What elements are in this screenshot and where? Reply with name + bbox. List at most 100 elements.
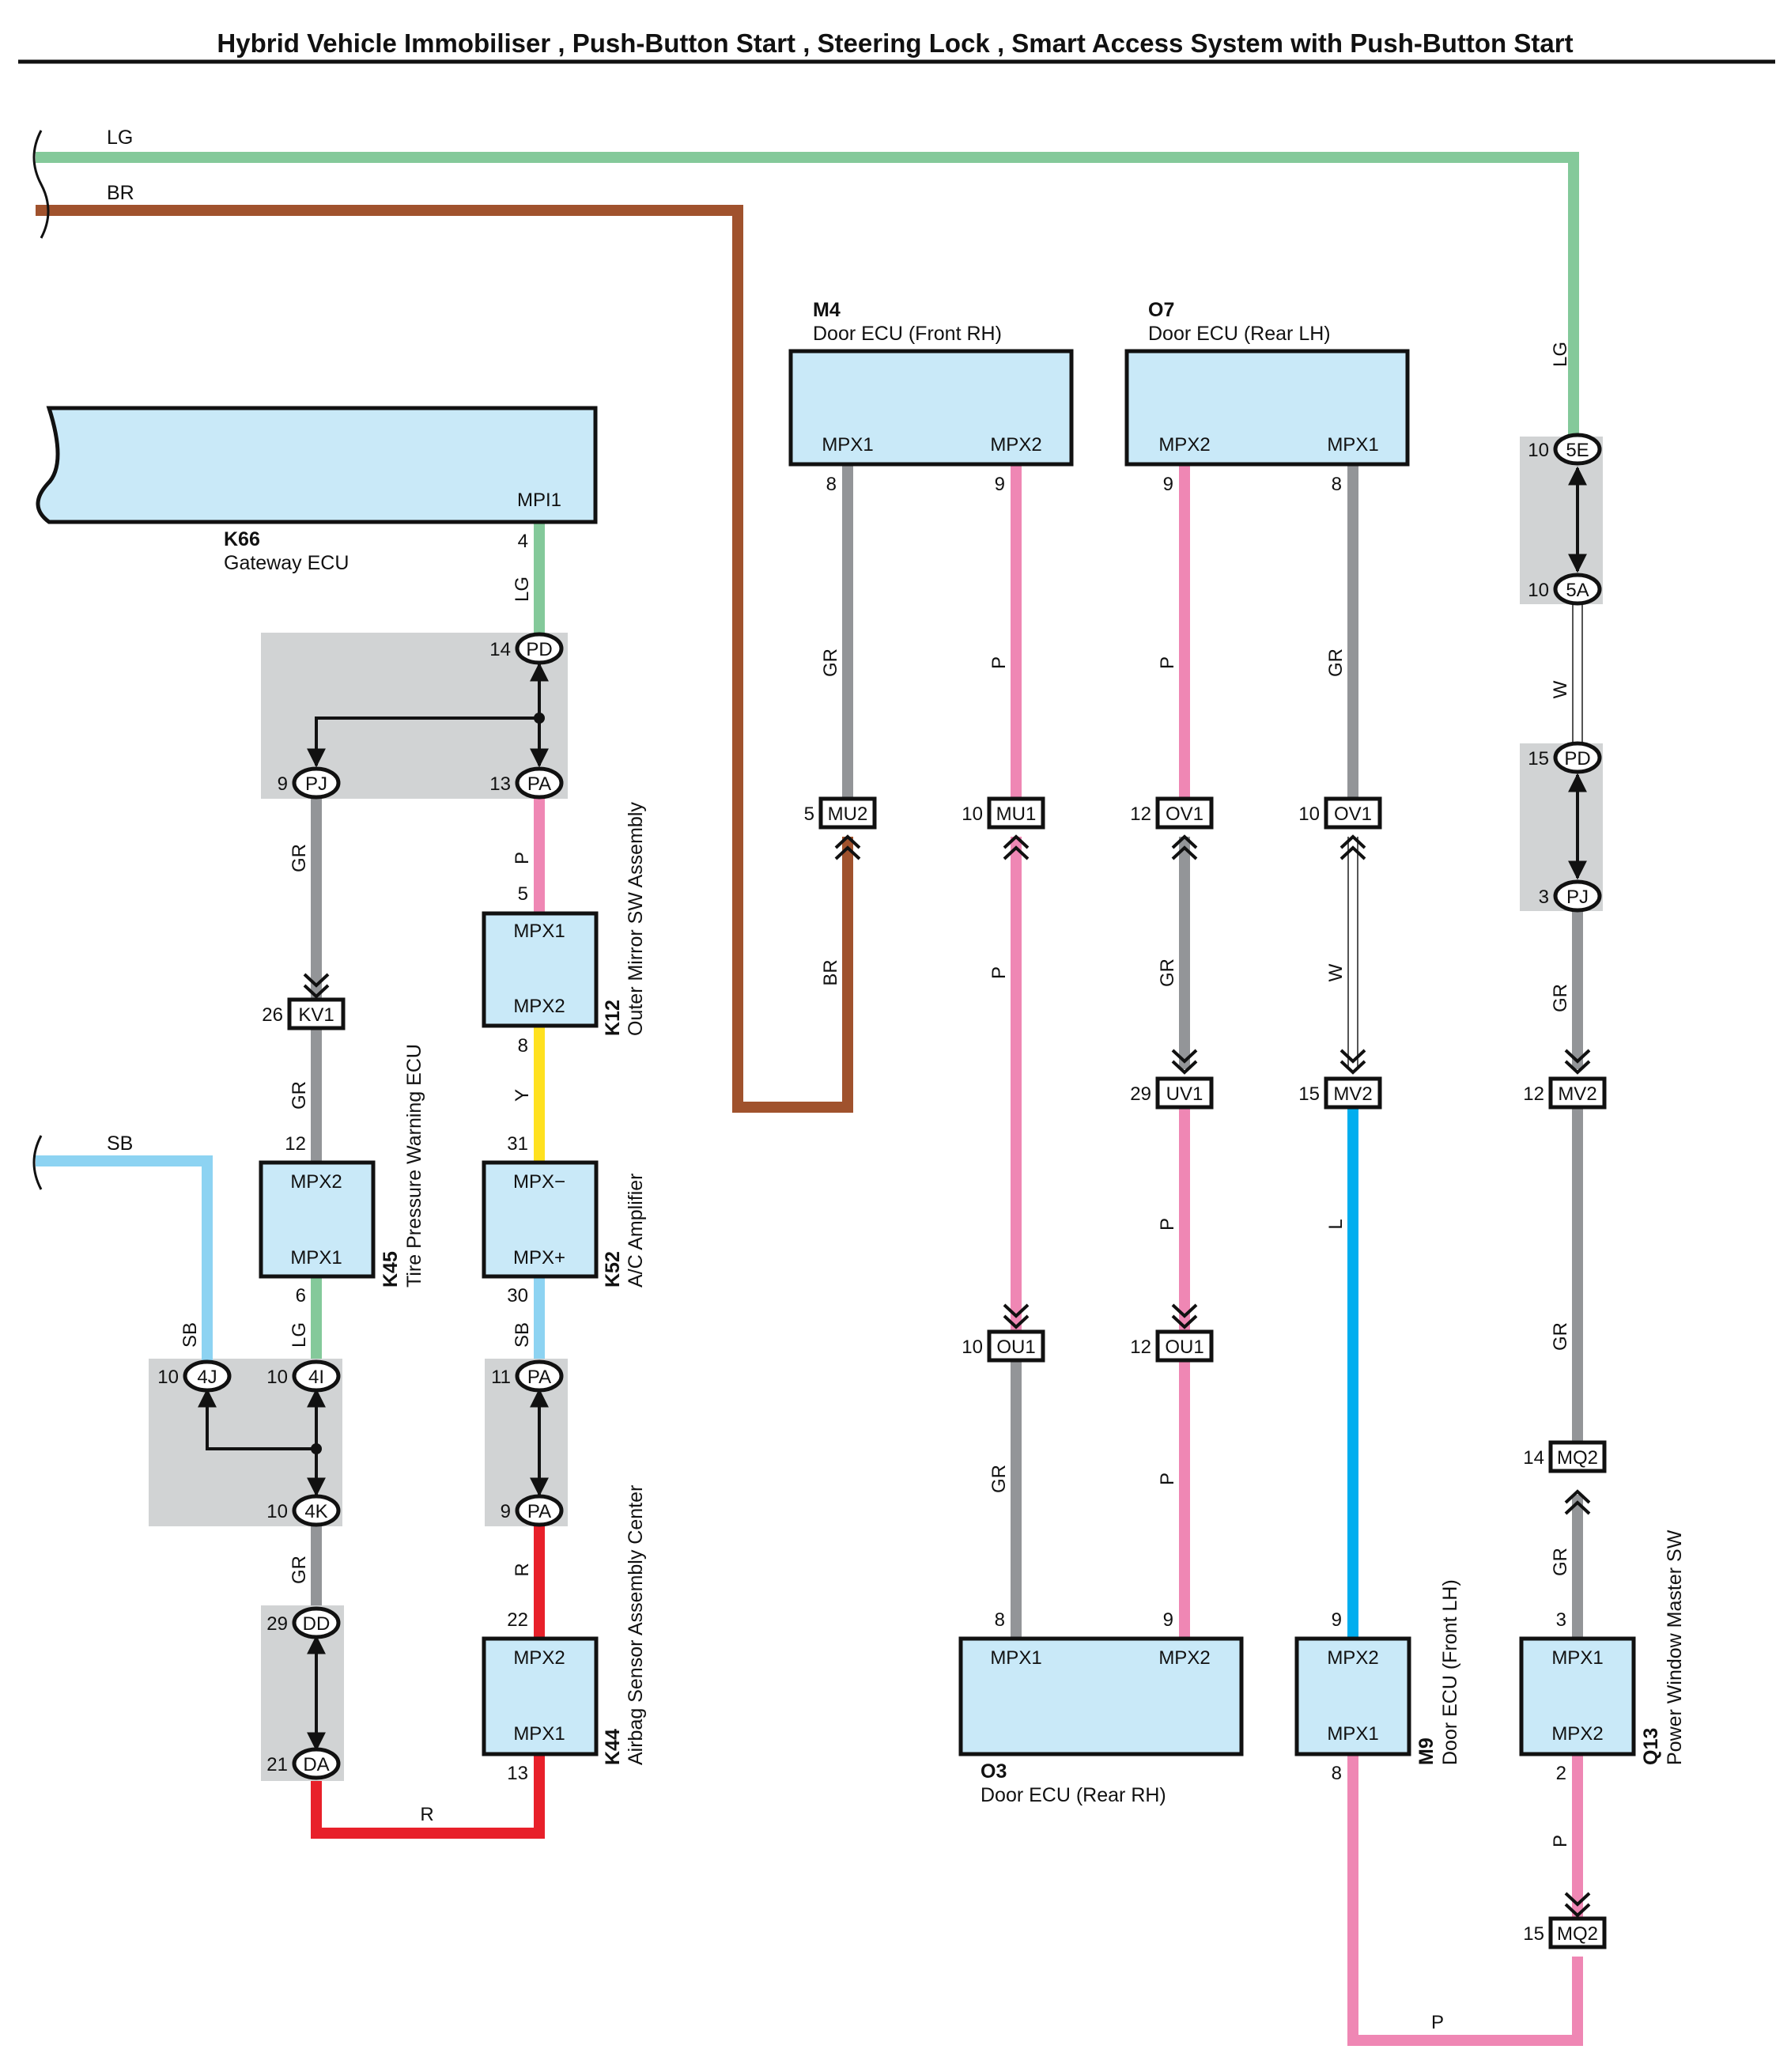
q13-name: Power Window Master SW (1664, 1529, 1686, 1765)
bus-label-lg: LG (107, 127, 133, 149)
wire-label-ou1-gr: GR (988, 1465, 1010, 1493)
connector-mu1: MU1 10 (962, 796, 1045, 830)
splice-boxes (149, 437, 1603, 1781)
wire-label-k44-r: R (420, 1804, 433, 1825)
m4-pin-b-number: 9 (995, 474, 1005, 495)
wire-label-o7-gr: GR (1325, 648, 1347, 677)
splice-pd_left-number: 14 (489, 639, 511, 660)
connector-ov1a-number: 12 (1130, 803, 1151, 825)
splice-da-number: 21 (266, 1754, 288, 1775)
k52-code: K52 (602, 1251, 624, 1287)
wire-label-right-w: W (1550, 680, 1571, 698)
splice-pj_right-number: 3 (1539, 887, 1549, 908)
connector-uv1-label: UV1 (1166, 1083, 1203, 1105)
wire-label-pa-r: R (512, 1563, 533, 1576)
splice-pa_bot-number: 9 (501, 1501, 511, 1522)
connector-chevrons (303, 834, 1591, 1918)
wire-label-mq2-gr: GR (1550, 1548, 1571, 1576)
connector-mu1-label: MU1 (996, 803, 1037, 825)
splice-pj_right-label: PJ (1566, 887, 1589, 908)
wire-label-ou1-p: P (1157, 1473, 1178, 1485)
k44-pin-bot-label: MPX1 (513, 1723, 565, 1745)
connector-ou1b-number: 12 (1130, 1337, 1151, 1358)
connector-mq2a-label: MQ2 (1557, 1447, 1598, 1469)
k12-code: K12 (602, 1000, 624, 1036)
wire-label-pj-gr: GR (289, 844, 310, 872)
splice-pa_bot: PA 9 (501, 1494, 564, 1527)
connector-mv2b-label: MV2 (1558, 1083, 1596, 1105)
m9-pin-bot-label: MPX1 (1327, 1723, 1378, 1745)
k45-name: Tire Pressure Warning ECU (403, 1044, 425, 1287)
wire-label-mv2-gr: GR (1550, 1322, 1571, 1351)
wire-sb-left (36, 1155, 213, 1371)
k44-code: K44 (602, 1729, 624, 1765)
o3-name: Door ECU (Rear RH) (981, 1784, 1166, 1806)
connector-ou1a-number: 10 (962, 1337, 983, 1358)
connector-mv2a-label: MV2 (1333, 1083, 1372, 1105)
splice-pj_left-number: 9 (278, 773, 288, 795)
wire-lg-top (36, 152, 1579, 447)
wire-k44-r (311, 1754, 545, 1839)
splice-pa_bot-label: PA (527, 1501, 551, 1522)
wire-label-mu2-br: BR (820, 959, 841, 985)
wire-label-uv1-p: P (1157, 1218, 1178, 1231)
wire-color-labels: LG GR P GR Y SB LG SB GR R R GR BR P P P… (179, 342, 1571, 2033)
q13-pin-top-number: 3 (1556, 1609, 1566, 1631)
connector-mu1-number: 10 (962, 803, 983, 825)
connector-mv2b-number: 12 (1523, 1083, 1544, 1105)
o3-pin-b-number: 9 (1163, 1609, 1173, 1631)
m4-name: Door ECU (Front RH) (813, 323, 1002, 345)
splice-pa_mid-number: 11 (491, 1367, 511, 1388)
wire-label-bottom-p: P (1431, 2012, 1444, 2033)
connector-mu2-label: MU2 (828, 803, 868, 825)
splice-e5-label: 5E (1566, 440, 1589, 461)
wire-label-ov1-w: W (1325, 963, 1347, 981)
wire-label-mv2-l: L (1325, 1219, 1347, 1229)
k52-pin-bot-label: MPX+ (513, 1247, 565, 1269)
junction-dot (311, 1443, 322, 1454)
bus-label-sb: SB (107, 1132, 133, 1155)
k12-pin-bot-label: MPX2 (513, 996, 565, 1017)
o7-pin-b-number: 8 (1332, 474, 1342, 495)
wire-label-right-lg: LG (1550, 342, 1571, 367)
connector-ou1a-label: OU1 (996, 1337, 1035, 1358)
k12-pin-top-label: MPX1 (513, 921, 565, 942)
junction-dot (534, 713, 545, 724)
splice-pd_right-number: 15 (1528, 748, 1549, 769)
wire-label-k12-p: P (512, 852, 533, 864)
connector-mq2a-number: 14 (1523, 1447, 1544, 1469)
component-m9: MPX2 MPX1 9 8 M9 Door ECU (Front LH) (1294, 1579, 1461, 1784)
diagram-title: Hybrid Vehicle Immobiliser , Push-Button… (217, 28, 1573, 58)
o3-pin-b-label: MPX2 (1158, 1647, 1210, 1669)
splice-pa_mid-label: PA (527, 1367, 551, 1388)
m4-pin-a-number: 8 (826, 474, 837, 495)
splice-a5-number: 10 (1528, 580, 1549, 601)
m4-pin-a-label: MPX1 (822, 434, 873, 456)
k52-pin-top-number: 31 (507, 1133, 528, 1155)
q13-pin-bot-label: MPX2 (1551, 1723, 1603, 1745)
splice-dd-number: 29 (266, 1613, 288, 1635)
splice-pa_top-number: 13 (489, 773, 511, 795)
k12-pin-top-number: 5 (518, 883, 528, 905)
component-o3: MPX1 MPX2 8 9 O3 Door ECU (Rear RH) (958, 1609, 1244, 1806)
splice-pd_left-label: PD (526, 639, 552, 660)
component-o7: MPX2 MPX1 9 8 O7 Door ECU (Rear LH) (1124, 299, 1410, 495)
k12-pin-bot-number: 8 (518, 1035, 528, 1057)
k44-pin-top-label: MPX2 (513, 1647, 565, 1669)
k66-name: Gateway ECU (224, 552, 349, 574)
o7-pin-a-number: 9 (1163, 474, 1173, 495)
wire-label-pj-gr-right: GR (1550, 984, 1571, 1012)
wire-label-k52-sb: SB (512, 1322, 533, 1348)
wire-label-kv1-gr: GR (289, 1081, 310, 1110)
wire-label-o7-p: P (1157, 656, 1178, 669)
splice-pd_left: PD 14 (489, 632, 564, 665)
splice-arrows (198, 466, 1587, 1752)
